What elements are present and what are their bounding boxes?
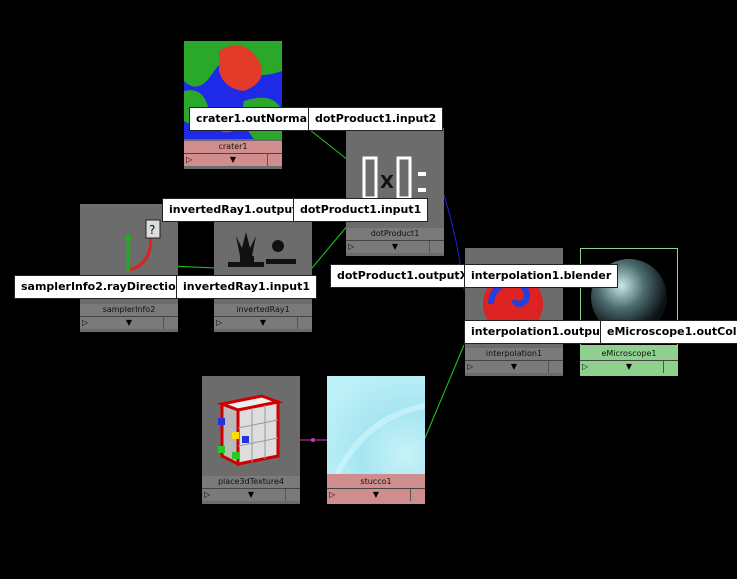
node-controls[interactable]: ▷ ▼ bbox=[327, 488, 425, 501]
node-controls[interactable]: ▷ ▼ bbox=[580, 360, 678, 373]
label-dot-input2: dotProduct1.input2 bbox=[308, 107, 443, 131]
label-inverted-input1: invertedRay1.input1 bbox=[176, 275, 317, 299]
node-title: interpolation1 bbox=[465, 348, 563, 360]
output-port[interactable] bbox=[548, 361, 563, 373]
node-title: samplerInfo2 bbox=[80, 304, 178, 316]
output-port[interactable] bbox=[429, 241, 444, 253]
label-crater-outnormal: crater1.outNormal bbox=[189, 107, 318, 131]
node-title: dotProduct1 bbox=[346, 228, 444, 240]
wire-inverted-dot bbox=[312, 225, 348, 268]
label-interp-blender: interpolation1.blender bbox=[464, 264, 618, 288]
node-title: crater1 bbox=[184, 141, 282, 153]
output-port[interactable] bbox=[663, 361, 678, 373]
wire-joint bbox=[311, 438, 315, 442]
node-title: stucco1 bbox=[327, 476, 425, 488]
node-samplerInfo2[interactable]: ? samplerInfo2 ▷ ▼ bbox=[80, 204, 178, 332]
stucco-swatch bbox=[327, 376, 425, 474]
label-dot-input1: dotProduct1.input1 bbox=[293, 198, 428, 222]
output-port[interactable] bbox=[163, 317, 178, 329]
place3d-cube-icon bbox=[202, 376, 300, 474]
node-controls[interactable]: ▷ ▼ bbox=[346, 240, 444, 253]
node-title: eMicroscope1 bbox=[580, 348, 678, 360]
label-dot-outputx: dotProduct1.outputX bbox=[330, 264, 475, 288]
wire-crater-dot bbox=[310, 130, 348, 160]
output-port[interactable] bbox=[297, 317, 312, 329]
node-controls[interactable]: ▷ ▼ bbox=[214, 316, 312, 329]
node-stucco1[interactable]: stucco1 ▷ ▼ bbox=[327, 376, 425, 504]
svg-text:?: ? bbox=[149, 223, 155, 237]
output-port[interactable] bbox=[267, 154, 282, 166]
node-title: invertedRay1 bbox=[214, 304, 312, 316]
node-controls[interactable]: ▷ ▼ bbox=[202, 488, 300, 501]
node-controls[interactable]: ▷ ▼ bbox=[184, 153, 282, 166]
label-sampler-raydirection: samplerInfo2.rayDirection bbox=[14, 275, 190, 299]
wire-stucco-interp bbox=[425, 345, 464, 438]
output-port[interactable] bbox=[410, 489, 425, 501]
node-dotProduct1[interactable]: X dotProduct1 ▷ ▼ bbox=[346, 128, 444, 256]
label-emicro-outcolor: eMicroscope1.outColor bbox=[600, 320, 737, 344]
label-inverted-output: invertedRay1.output bbox=[162, 198, 304, 222]
node-title: place3dTexture4 bbox=[202, 476, 300, 488]
svg-text:X: X bbox=[380, 172, 394, 193]
node-invertedRay1[interactable]: invertedRay1 ▷ ▼ bbox=[214, 204, 312, 332]
label-interp-output: interpolation1.output bbox=[464, 320, 612, 344]
node-crater1[interactable]: crater1 ▷ ▼ bbox=[184, 41, 282, 169]
output-port[interactable] bbox=[285, 489, 300, 501]
node-controls[interactable]: ▷ ▼ bbox=[80, 316, 178, 329]
node-controls[interactable]: ▷ ▼ bbox=[465, 360, 563, 373]
node-place3dTexture4[interactable]: place3dTexture4 ▷ ▼ bbox=[202, 376, 300, 504]
